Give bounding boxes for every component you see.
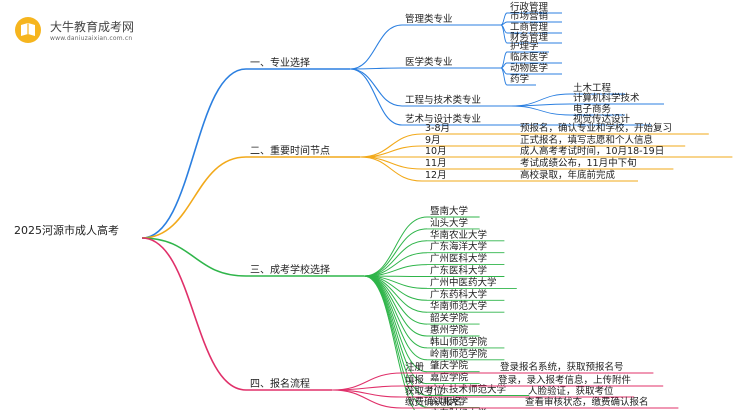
school-label: 韩山师范学院 <box>430 336 488 348</box>
branch-connector <box>141 156 247 239</box>
step-description: 查看审核状态，缴费确认报名 <box>525 396 649 408</box>
item-label: 财务管理 <box>510 31 549 43</box>
time-connector <box>359 156 423 182</box>
time-description: 高校录取，年底前完成 <box>520 169 616 181</box>
item-connector <box>510 103 571 107</box>
time-label: 3-8月 <box>425 123 450 134</box>
item-connector <box>500 21 508 26</box>
school-label: 岭南师范学院 <box>430 348 488 360</box>
step-label: 填报 <box>405 374 425 386</box>
category-label: 管理类专业 <box>405 13 453 25</box>
step-description: 登录，录入报考信息，上传附件 <box>498 374 632 386</box>
time-connector <box>359 145 423 158</box>
branch-label: 二、重要时间节点 <box>250 144 330 157</box>
school-label: 广州中医药大学 <box>430 276 497 288</box>
branch-connector <box>141 237 247 277</box>
time-label: 11月 <box>425 158 447 169</box>
item-label: 动物医学 <box>510 62 548 74</box>
school-label: 嘉应学院 <box>430 372 469 384</box>
time-label: 10月 <box>425 146 447 157</box>
watermark-url: www.daniuzaixian.com.cn <box>50 35 133 42</box>
item-label: 电子商务 <box>573 103 612 115</box>
school-label: 肇庆学院 <box>430 360 469 372</box>
item-connector <box>500 24 508 44</box>
school-label: 惠州学院 <box>430 324 469 336</box>
school-label: 暨南大学 <box>430 205 468 217</box>
item-label: 临床医学 <box>510 51 548 63</box>
step-description: 人脸验证，获取考位 <box>528 385 614 397</box>
category-label: 工程与技术类专业 <box>405 94 481 106</box>
root-node: 2025河源市成人高考 <box>14 223 119 237</box>
item-label: 药学 <box>510 73 529 85</box>
step-description: 登录报名系统，获取预报名号 <box>500 361 624 373</box>
school-label: 深圳大学 <box>430 395 468 407</box>
item-label: 护理学 <box>510 40 539 52</box>
item-label: 计算机科学技术 <box>573 92 640 104</box>
school-label: 广州医科大学 <box>430 253 487 265</box>
step-connector <box>331 389 403 409</box>
school-connector <box>363 228 428 277</box>
school-label: 广东海洋大学 <box>430 241 487 253</box>
time-label: 9月 <box>425 135 441 146</box>
item-label: 视觉传达设计 <box>573 113 631 125</box>
category-label: 医学类专业 <box>405 56 453 68</box>
school-label: 华南师范大学 <box>430 300 487 312</box>
school-label: 华南农业大学 <box>430 229 487 241</box>
category-connector <box>349 68 403 107</box>
school-label: 汕头大学 <box>430 217 468 229</box>
category-connector <box>349 68 403 126</box>
school-label: 韶关学院 <box>430 312 469 324</box>
book-logo-icon <box>15 17 41 43</box>
branch-label: 一、专业选择 <box>250 56 310 69</box>
school-connector <box>363 216 428 277</box>
step-connector <box>331 385 403 391</box>
category-connector <box>349 67 403 70</box>
item-connector <box>510 105 571 116</box>
time-description: 正式报名，填写志愿和个人信息 <box>520 134 653 146</box>
time-connector <box>359 156 423 170</box>
step-label: 获取考位 <box>405 385 444 397</box>
school-label: 广东财经大学 <box>430 407 487 410</box>
time-description: 成人高考考试时间，10月18-19日 <box>520 145 664 157</box>
branch-label: 四、报名流程 <box>250 377 310 390</box>
branch-label: 三、成考学校选择 <box>250 263 330 276</box>
school-connector <box>363 252 428 277</box>
school-label: 广东医科大学 <box>430 265 487 277</box>
item-label: 市场营销 <box>510 10 549 22</box>
watermark: 大牛教育成考网 www.daniuzaixian.com.cn <box>14 16 154 50</box>
time-label: 12月 <box>425 170 447 181</box>
item-label: 土木工程 <box>573 82 612 94</box>
branch-connector <box>141 68 247 239</box>
step-label: 注册 <box>405 361 425 373</box>
branch-connector <box>141 237 247 391</box>
watermark-title: 大牛教育成考网 <box>50 20 135 34</box>
school-connector <box>363 275 428 337</box>
school-label: 广东药科大学 <box>430 288 487 300</box>
time-connector <box>359 133 423 158</box>
school-connector <box>363 275 416 410</box>
step-label: 缴费确认报名 <box>405 396 462 408</box>
category-connector <box>349 24 403 70</box>
item-label: 行政管理 <box>510 1 549 13</box>
category-label: 艺术与设计类专业 <box>405 113 481 125</box>
item-connector <box>500 67 508 86</box>
item-label: 工商管理 <box>510 21 549 33</box>
time-description: 考试成绩公布，11月中下旬 <box>520 157 637 169</box>
time-description: 预报名，确认专业和学校，开始复习 <box>520 122 672 134</box>
